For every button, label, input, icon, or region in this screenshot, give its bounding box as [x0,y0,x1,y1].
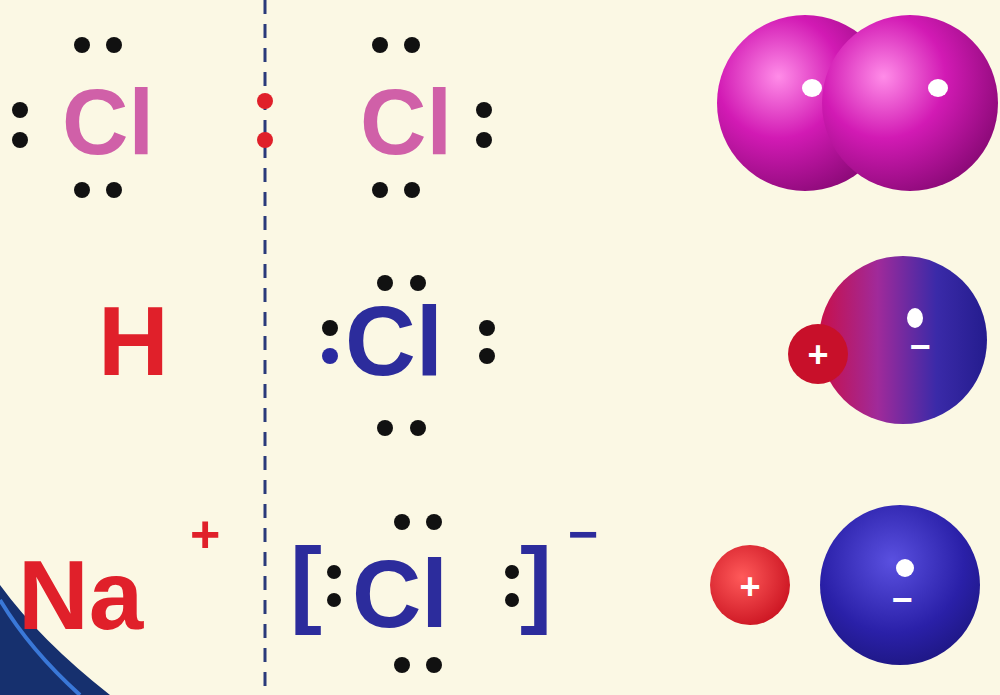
electron-dot [322,348,338,364]
bracket: ] [520,534,552,630]
atom-symbol: Cl [360,76,452,168]
h-atom-model [788,324,848,384]
sodium-ion: + [710,545,790,625]
charge-sign: − [909,329,930,365]
highlight [896,559,914,577]
ion-symbol: Cl [352,546,448,642]
ion-symbol: Na [18,546,143,644]
bracket: [ [290,534,322,630]
highlight [802,79,822,97]
cl-ion-model [820,505,980,665]
na-ion-model [710,545,790,625]
shared-electron [257,93,273,109]
chloride-ion: − [820,505,980,665]
highlight [928,79,948,97]
charge-sign: − [891,582,912,618]
hcl-molecule: +− [785,255,990,425]
atom-symbol: Cl [345,292,443,390]
charge-sign: − [568,508,598,560]
charge-sign: + [807,337,828,373]
atom-symbol: H [98,292,169,390]
atom-symbol: Cl [62,76,154,168]
shared-electron [257,132,273,148]
charge-sign: + [739,569,760,605]
charge-sign: + [190,508,220,560]
highlight [907,308,923,328]
cl-atom-model [822,15,998,191]
electron-dots [12,37,519,673]
